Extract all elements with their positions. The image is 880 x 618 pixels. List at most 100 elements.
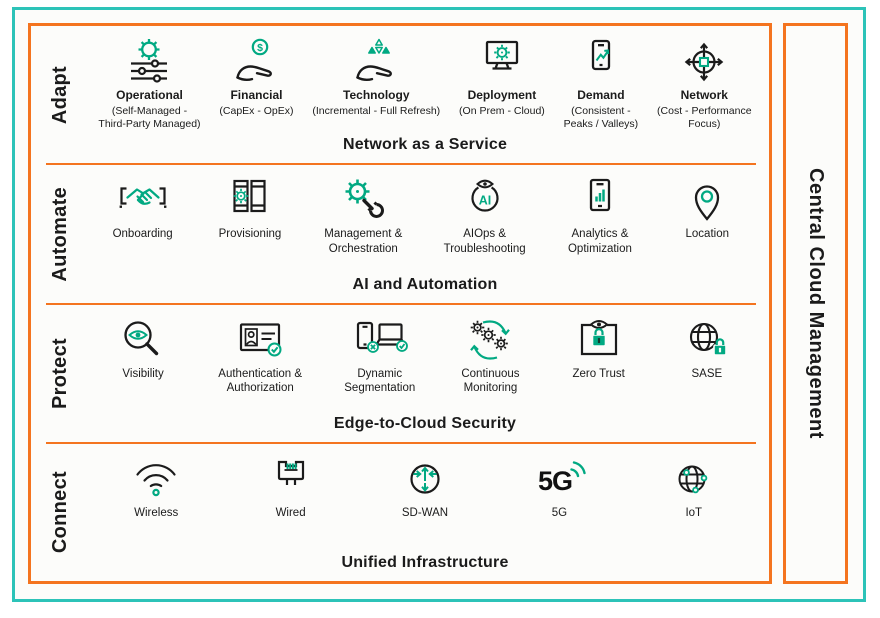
item-visibility: Visibility <box>110 314 176 381</box>
wireless-icon <box>123 453 189 503</box>
wired-icon <box>258 453 324 503</box>
management-orchestration-icon <box>330 174 396 224</box>
row-label-text: Protect <box>48 337 71 409</box>
row-divider <box>46 163 756 166</box>
row-label-automate: Automate <box>31 165 89 302</box>
item-title: Management & Orchestration <box>324 228 403 255</box>
item-title: Technology <box>343 88 410 102</box>
row-caption-network-as-a-service: Network as a Service <box>342 136 508 154</box>
item-title: Network <box>680 88 728 102</box>
item-analytics-optimization: Analytics & Optimization <box>567 174 633 256</box>
item-onboarding: Onboarding <box>110 174 176 241</box>
item-title: SASE <box>691 367 723 380</box>
item-technology: Technology (Incremental - Full Refresh) <box>312 35 440 118</box>
row-adapt: Adapt Operational (Self-Managed - Third-P… <box>31 26 769 163</box>
sase-icon <box>674 314 740 364</box>
row-protect: Protect Visibility Authentication & Auth… <box>31 305 769 442</box>
item-title: Onboarding <box>112 228 173 241</box>
analytics-icon <box>567 174 633 224</box>
item-wired: Wired <box>258 453 324 520</box>
row-label-text: Connect <box>48 471 71 554</box>
row-items: Visibility Authentication & Authorizatio… <box>89 314 761 413</box>
row-label-adapt: Adapt <box>31 26 89 163</box>
item-aiops-troubleshooting: AI AIOps & Troubleshooting <box>444 174 526 256</box>
item-sd-wan: SD-WAN <box>392 453 458 520</box>
row-content: Wireless Wired SD-WAN 5G 5G IoT Unified In… <box>89 444 769 581</box>
item-subtitle: (CapEx - OpEx) <box>219 105 294 117</box>
svg-text:$: $ <box>258 42 264 54</box>
row-caption-unified-infrastructure: Unified Infrastructure <box>341 554 509 571</box>
financial-icon: $ <box>223 35 289 85</box>
central-cloud-management-panel: Central Cloud Management <box>783 23 848 584</box>
item-subtitle: (Self-Managed - Third-Party Managed) <box>98 105 201 131</box>
item-title: IoT <box>685 506 703 519</box>
item-title: Wireless <box>134 506 179 519</box>
row-content: Operational (Self-Managed - Third-Party M… <box>89 26 769 163</box>
row-content: Visibility Authentication & Authorizatio… <box>89 305 769 442</box>
provisioning-icon <box>217 174 283 224</box>
sidebar-title: Central Cloud Management <box>805 168 827 439</box>
row-connect: Connect Wireless Wired SD-WAN 5G 5G IoT Un… <box>31 444 769 581</box>
item-title: AIOps & Troubleshooting <box>443 228 526 255</box>
authentication-icon <box>227 314 293 364</box>
item-title: Provisioning <box>218 228 282 241</box>
row-divider <box>46 302 756 305</box>
item-provisioning: Provisioning <box>217 174 283 241</box>
outer-frame: Adapt Operational (Self-Managed - Third-P… <box>12 7 866 602</box>
item-title: Demand <box>577 88 625 102</box>
dynamic-segmentation-icon <box>347 314 413 364</box>
location-icon <box>674 174 740 224</box>
item-deployment: Deployment (On Prem - Cloud) <box>459 35 545 118</box>
row-automate: Automate Onboarding Provisioning Manageme… <box>31 165 769 302</box>
continuous-monitoring-icon <box>457 314 523 364</box>
item-iot: IoT <box>661 453 727 520</box>
item-subtitle: (Incremental - Full Refresh) <box>312 105 441 117</box>
item-title: 5G <box>551 506 568 519</box>
item-demand: Demand (Consistent - Peaks / Valleys) <box>563 35 639 132</box>
item-title: Location <box>685 228 729 241</box>
demand-icon <box>568 35 634 85</box>
5g-icon: 5G <box>526 453 592 503</box>
item-authentication-authorization: Authentication & Authorization <box>218 314 302 396</box>
item-management-orchestration: Management & Orchestration <box>324 174 402 256</box>
item-title: Wired <box>275 506 306 519</box>
item-title: Zero Trust <box>572 367 625 380</box>
row-caption-ai-and-automation: AI and Automation <box>352 275 498 293</box>
item-subtitle: (On Prem - Cloud) <box>459 105 545 117</box>
row-label-connect: Connect <box>31 444 89 581</box>
operational-icon <box>116 35 182 85</box>
item-zero-trust: Zero Trust <box>566 314 632 381</box>
item-continuous-monitoring: Continuous Monitoring <box>457 314 523 396</box>
item-location: Location <box>674 174 740 241</box>
item-title: Visibility <box>122 367 164 380</box>
item-sase: SASE <box>674 314 740 381</box>
item-title: Financial <box>230 88 283 102</box>
item-operational: Operational (Self-Managed - Third-Party M… <box>98 35 201 132</box>
svg-text:5G: 5G <box>538 466 572 496</box>
item-title: Operational <box>116 88 183 102</box>
item-wireless: Wireless <box>123 453 189 520</box>
item-title: Continuous Monitoring <box>461 367 520 394</box>
sd-wan-icon <box>392 453 458 503</box>
row-items: Wireless Wired SD-WAN 5G 5G IoT <box>89 453 761 552</box>
item-subtitle: (Consistent - Peaks / Valleys) <box>563 105 639 131</box>
item-title: Authentication & Authorization <box>218 367 303 394</box>
item-5g: 5G 5G <box>526 453 592 520</box>
onboarding-icon <box>110 174 176 224</box>
deployment-icon <box>469 35 535 85</box>
visibility-icon <box>110 314 176 364</box>
item-subtitle: (Cost - Performance Focus) <box>657 105 752 131</box>
row-items: Onboarding Provisioning Management & Orch… <box>89 174 761 273</box>
row-caption-edge-to-cloud-security: Edge-to-Cloud Security <box>333 414 517 432</box>
item-network: Network (Cost - Performance Focus) <box>657 35 752 132</box>
zero-trust-icon <box>566 314 632 364</box>
row-label-protect: Protect <box>31 305 89 442</box>
item-title: Analytics & Optimization <box>567 228 632 255</box>
item-title: Deployment <box>467 88 537 102</box>
row-content: Onboarding Provisioning Management & Orch… <box>89 165 769 302</box>
item-title: SD-WAN <box>401 506 449 519</box>
aiops-icon: AI <box>452 174 518 224</box>
row-label-text: Adapt <box>48 65 71 124</box>
row-label-text: Automate <box>48 186 71 282</box>
row-items: Operational (Self-Managed - Third-Party M… <box>89 35 761 134</box>
